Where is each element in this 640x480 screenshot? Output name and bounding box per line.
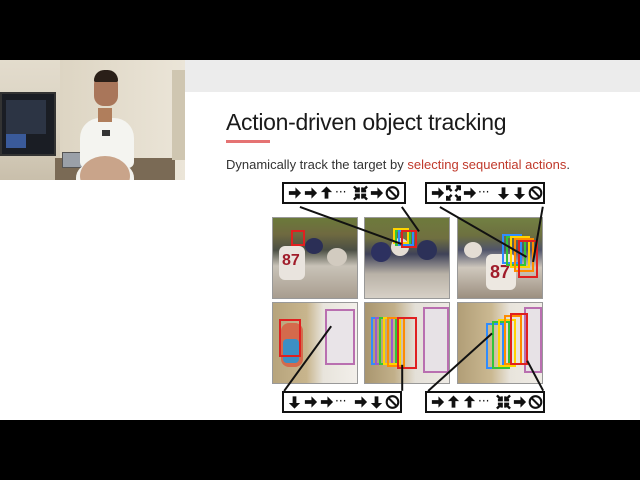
frame-football-3: 87 — [457, 217, 543, 299]
candidate-box — [492, 321, 510, 369]
action-sequence-top-right: ··· — [425, 182, 545, 204]
player-helmet — [464, 242, 482, 258]
frame-doll-2 — [364, 302, 450, 384]
slide-subtitle: Dynamically track the target by selectin… — [226, 157, 570, 172]
subtitle-suffix: . — [566, 157, 570, 172]
frame-doll-3 — [457, 302, 543, 384]
frame-doll-1 — [272, 302, 358, 384]
arrow-down-icon — [497, 187, 510, 200]
pointer-line — [401, 364, 403, 391]
frame-football-2 — [364, 217, 450, 299]
scale-up-icon — [446, 185, 461, 201]
doorway — [172, 70, 185, 160]
tracking-box — [397, 317, 417, 369]
stop-icon — [528, 395, 543, 409]
candidate-box — [502, 234, 522, 264]
stop-icon — [385, 395, 400, 409]
tracking-box — [510, 313, 528, 365]
action-sequence-top-left: ··· — [282, 182, 406, 204]
subtitle-prefix: Dynamically track the target by — [226, 157, 408, 172]
tracking-box — [291, 230, 305, 246]
arrow-down-icon — [288, 396, 301, 409]
doll-dress — [283, 339, 299, 363]
monitor-screen — [6, 100, 46, 134]
player-helmet — [371, 242, 391, 262]
frame-football-1: 87 — [272, 217, 358, 299]
arrow-down-icon — [370, 396, 383, 409]
ellipsis: ··· — [335, 394, 347, 408]
action-sequence-bottom-right: ··· — [425, 391, 545, 413]
title-underline — [226, 140, 270, 143]
ellipsis: ··· — [478, 394, 490, 408]
tracking-box — [401, 230, 417, 248]
arrow-right-icon — [513, 396, 527, 408]
tracking-box — [279, 319, 301, 357]
jersey-number: 87 — [282, 252, 300, 269]
speaker-hair — [94, 70, 118, 82]
monitor-light — [6, 134, 26, 148]
arrow-right-icon — [354, 396, 368, 408]
candidate-box — [498, 319, 516, 367]
candidate-box — [510, 236, 530, 268]
arrow-down-icon — [513, 187, 526, 200]
arrow-right-icon — [304, 187, 318, 199]
speaker-neck — [98, 108, 112, 122]
arrow-up-icon — [463, 395, 476, 408]
poster — [325, 309, 355, 365]
player-helmet — [305, 238, 323, 254]
top-letterbox — [0, 0, 640, 60]
arrow-right-icon — [431, 396, 445, 408]
subtitle-highlight: selecting sequential actions — [407, 157, 567, 172]
name-badge — [102, 130, 110, 136]
ellipsis: ··· — [478, 185, 490, 199]
player-helmet-3 — [417, 240, 437, 260]
arrow-right-icon — [288, 187, 302, 199]
arrow-right-icon — [463, 187, 477, 199]
tracking-box — [518, 240, 538, 278]
arrow-right-icon — [370, 187, 384, 199]
slide-header-bar — [185, 60, 640, 92]
stop-icon — [385, 186, 400, 200]
candidate-box — [387, 317, 405, 367]
scale-down-icon — [496, 394, 511, 410]
arrow-up-icon — [447, 395, 460, 408]
slide-title: Action-driven object tracking — [226, 109, 507, 135]
ellipsis: ··· — [335, 185, 347, 199]
arrow-right-icon — [304, 396, 318, 408]
scale-down-icon — [353, 185, 368, 201]
bottom-letterbox — [0, 420, 640, 480]
player-helmet-2 — [327, 248, 347, 266]
arrow-right-icon — [320, 396, 334, 408]
poster — [423, 307, 449, 373]
player-jersey — [279, 246, 305, 280]
stop-icon — [528, 186, 543, 200]
arrow-up-icon — [320, 186, 333, 199]
slide: Action-driven object tracking Dynamicall… — [0, 60, 640, 420]
speaker-video — [0, 60, 185, 180]
arrow-right-icon — [431, 187, 445, 199]
action-sequence-bottom-left: ··· — [282, 391, 402, 413]
jersey-number: 87 — [490, 262, 511, 282]
